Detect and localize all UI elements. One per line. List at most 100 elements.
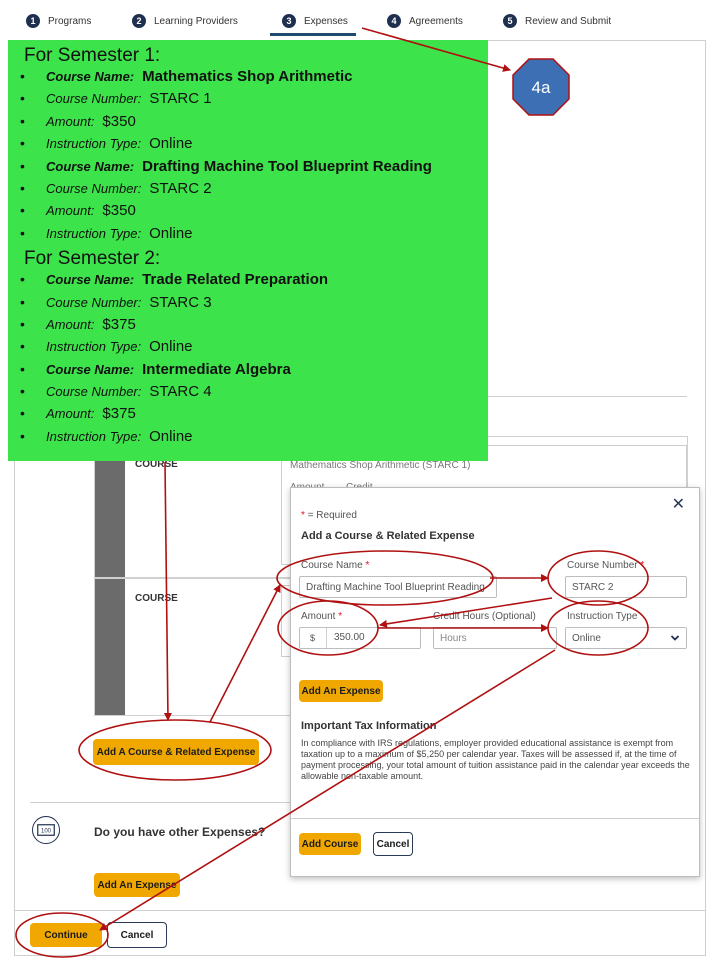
active-step-indicator	[270, 33, 356, 36]
course-number-value: STARC 2	[149, 179, 212, 197]
amount-value: 350.00	[334, 632, 365, 643]
key-label: Amount:	[46, 406, 95, 422]
badge-label: 4a	[532, 78, 551, 97]
list-item: •Course Name:Drafting Machine Tool Bluep…	[20, 157, 432, 175]
list-item: •Instruction Type:Online	[20, 135, 193, 153]
step-annotation-badge: 4a	[512, 58, 570, 116]
highlight-instruction-type	[547, 600, 649, 656]
list-item: •Course Name:Intermediate Algebra	[20, 360, 291, 378]
list-item: •Amount:$375	[20, 315, 136, 333]
modal-cancel-button[interactable]: Cancel	[373, 832, 413, 856]
step-programs[interactable]: 1 Programs	[26, 12, 91, 30]
key-label: Course Number:	[46, 294, 142, 310]
course-number-value: STARC 3	[149, 293, 212, 311]
course-name-input[interactable]: Drafting Machine Tool Blueprint Reading	[299, 576, 497, 598]
banknote-icon: 100	[37, 824, 55, 836]
instruction-type-value: Online	[149, 135, 193, 153]
key-label: Instruction Type:	[46, 225, 142, 241]
list-item: •Amount:$375	[20, 405, 136, 423]
semester-2-title: For Semester 2:	[24, 248, 161, 270]
amount-label: Amount *	[301, 611, 343, 622]
instruction-type-select[interactable]: Online	[565, 627, 687, 649]
instruction-type-value: Online	[149, 427, 193, 445]
amount-value: $375	[102, 315, 136, 333]
currency-symbol: $	[310, 633, 316, 643]
step-agreements[interactable]: 4 Agreements	[387, 12, 463, 30]
course-heading: COURSE	[135, 459, 178, 470]
instruction-type-value: Online	[149, 338, 193, 356]
step-expenses[interactable]: 3 Expenses	[282, 12, 348, 30]
list-item: •Amount:$350	[20, 202, 136, 220]
instruction-type-label: Instruction Type	[567, 611, 638, 622]
key-label: Course Number:	[46, 180, 142, 196]
tax-info-title: Important Tax Information	[301, 720, 437, 732]
course-number-input[interactable]: STARC 2	[565, 576, 687, 598]
amount-value: $375	[102, 405, 136, 423]
course-name-value: Trade Related Preparation	[142, 271, 329, 289]
step-number: 2	[132, 14, 146, 28]
course-number-value: STARC 1	[149, 90, 212, 108]
course-name-label: Course Name *	[301, 560, 370, 571]
credit-hours-input[interactable]: Hours	[433, 627, 557, 649]
credit-hours-label: Credit Hours (Optional)	[433, 611, 536, 622]
chevron-down-icon	[670, 635, 680, 641]
continue-button[interactable]: Continue	[30, 923, 102, 947]
step-label: Programs	[48, 15, 92, 27]
required-note: * = Required	[301, 510, 357, 521]
other-expenses-question: Do you have other Expenses?	[94, 825, 266, 839]
key-label: Course Name:	[46, 272, 135, 288]
highlight-course-number	[547, 550, 649, 606]
arrow-to-amount	[379, 597, 553, 628]
course-side-bar	[95, 579, 125, 715]
list-item: •Amount:$350	[20, 112, 136, 130]
key-label: Course Number:	[46, 91, 142, 107]
step-number: 4	[387, 14, 401, 28]
amount-value: $350	[102, 112, 136, 130]
key-label: Amount:	[46, 203, 95, 219]
step-learning-providers[interactable]: 2 Learning Providers	[132, 12, 238, 30]
highlight-amount	[277, 600, 379, 656]
list-item: •Course Name:Mathematics Shop Arithmetic	[20, 68, 353, 85]
highlight-continue-button	[15, 912, 109, 958]
section-divider	[462, 396, 687, 397]
course-name-value: Intermediate Algebra	[142, 360, 291, 378]
arrow-to-continue	[99, 649, 556, 931]
list-item: •Course Number:STARC 3	[20, 293, 212, 311]
course-summary: Mathematics Shop Arithmetic (STARC 1)	[290, 460, 471, 471]
highlight-add-course-button	[78, 719, 272, 781]
list-item: •Course Number:STARC 1	[20, 90, 212, 108]
close-icon[interactable]: ✕	[671, 496, 685, 513]
course-number-value: STARC 4	[149, 383, 212, 401]
modal-add-expense-button[interactable]: Add An Expense	[299, 680, 383, 702]
step-review-and-submit[interactable]: 5 Review and Submit	[503, 12, 611, 30]
add-course-modal: ✕ * = Required Add a Course & Related Ex…	[290, 487, 700, 877]
step-label: Review and Submit	[525, 15, 612, 27]
step-label: Agreements	[409, 15, 463, 27]
add-other-expense-button[interactable]: Add An Expense	[94, 873, 180, 897]
arrow-to-badge	[361, 27, 511, 72]
modal-title: Add a Course & Related Expense	[301, 530, 475, 542]
list-item: •Course Number:STARC 2	[20, 179, 212, 197]
key-label: Instruction Type:	[46, 339, 142, 355]
key-label: Amount:	[46, 113, 95, 129]
key-label: Course Name:	[46, 361, 135, 377]
course-name-value: Drafting Machine Tool Blueprint Reading	[142, 157, 432, 175]
list-item: •Instruction Type:Online	[20, 224, 193, 242]
footer-divider	[14, 910, 706, 911]
key-label: Instruction Type:	[46, 136, 142, 152]
step-number: 3	[282, 14, 296, 28]
key-label: Course Name:	[46, 158, 135, 174]
key-label: Course Name:	[46, 69, 135, 84]
add-course-and-expense-button[interactable]: Add A Course & Related Expense	[93, 739, 259, 765]
step-number: 1	[26, 14, 40, 28]
amount-value: $350	[102, 202, 136, 220]
list-item: •Instruction Type:Online	[20, 427, 193, 445]
add-course-button[interactable]: Add Course	[299, 833, 361, 855]
highlight-course-name	[276, 550, 494, 606]
list-item: •Course Number:STARC 4	[20, 383, 212, 401]
progress-stepper: 1 Programs 2 Learning Providers 3 Expens…	[0, 0, 720, 40]
key-label: Instruction Type:	[46, 428, 142, 444]
list-item: •Instruction Type:Online	[20, 338, 193, 356]
arrow-to-course-name	[209, 584, 281, 723]
